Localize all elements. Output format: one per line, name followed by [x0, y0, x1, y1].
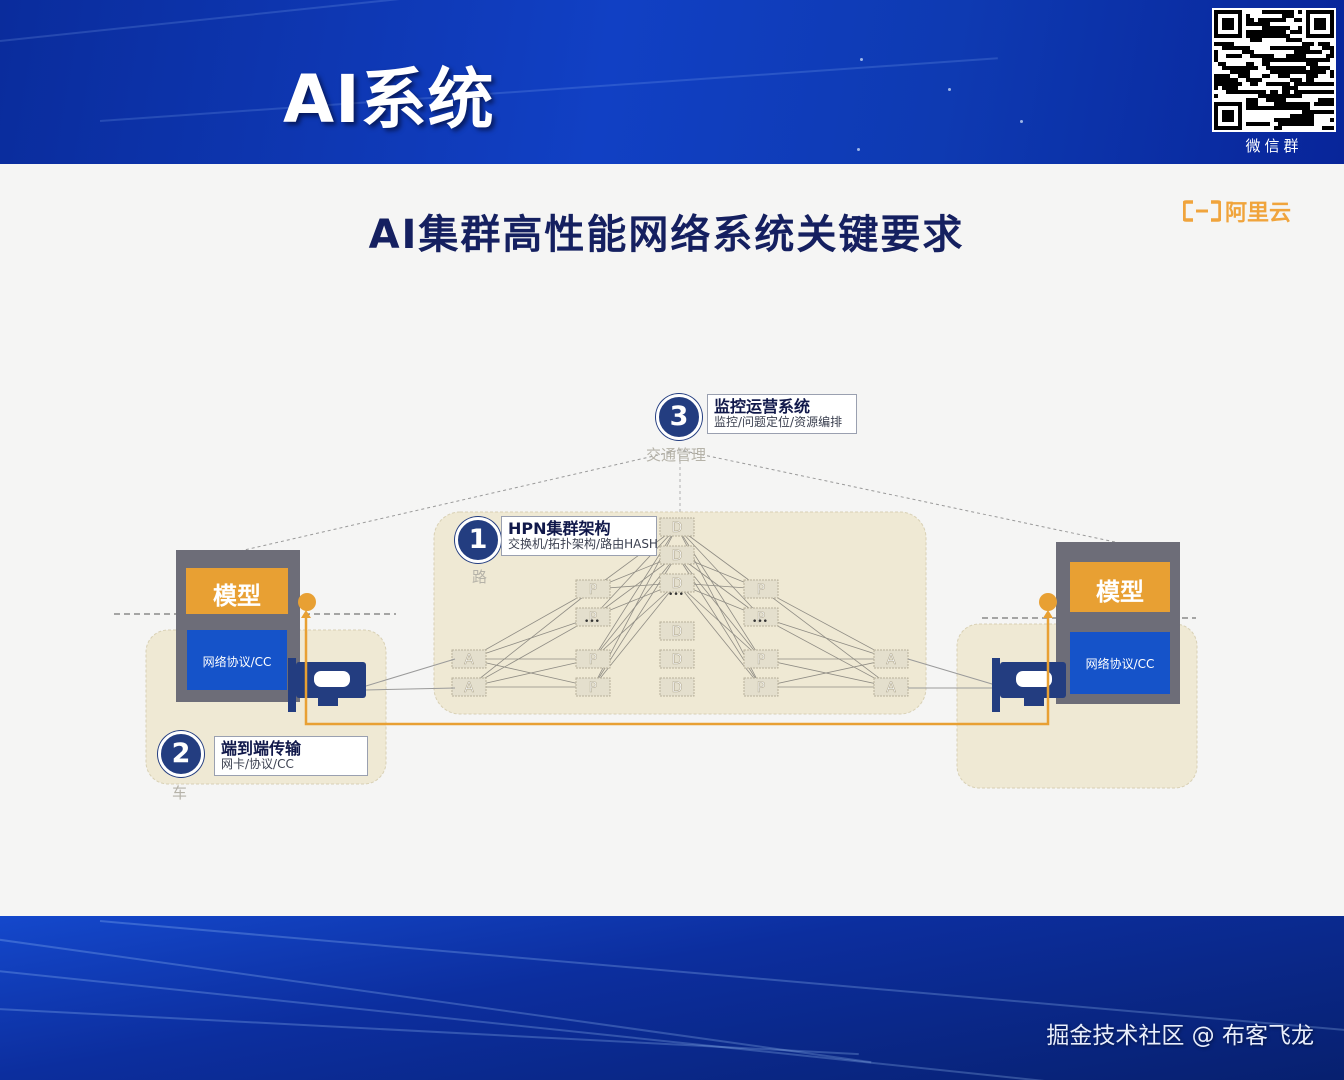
svg-text:D: D [672, 520, 683, 536]
switch-a2: A [451, 677, 487, 697]
brand-name: 阿里云 [1225, 201, 1292, 226]
right-nic-icon [992, 658, 1066, 712]
left-model-block [186, 568, 288, 614]
right-protocol-label: 网络协议/CC [1085, 657, 1155, 671]
svg-text:P: P [757, 652, 765, 668]
hpn-title: HPN集群架构 [508, 519, 611, 538]
svg-text:D: D [672, 576, 683, 592]
switch-p3: P [575, 649, 611, 669]
svg-text:A: A [886, 680, 896, 696]
monitoring-subtitle: 监控/问题定位/资源编排 [714, 415, 843, 430]
data-path-line [304, 618, 1050, 726]
e2e-title: 端到端传输 [221, 739, 302, 758]
svg-text:P: P [589, 582, 597, 598]
switch-p5: P [743, 579, 779, 599]
monitoring-number-badge: 3 [656, 394, 702, 440]
switch-d5: D [659, 649, 695, 669]
switch-a3: A [873, 649, 909, 669]
qr-caption: 微信群 [1245, 137, 1303, 155]
hpn-number-badge: 1 [455, 517, 501, 563]
monitoring-faint-label: 交通管理 [646, 446, 707, 464]
monitoring-callout: 监控运营系统 监控/问题定位/资源编排 [707, 394, 857, 435]
hpn-faint-label: 路 [472, 568, 488, 586]
switch-p7: P [743, 649, 779, 669]
right-model-block [1070, 562, 1170, 612]
e2e-faint-label: 车 [172, 784, 188, 802]
hpn-fabric-panel [433, 511, 927, 715]
svg-text:A: A [464, 652, 474, 668]
switch-d2: D [659, 545, 695, 565]
watermark: 掘金技术社区 @ 布客飞龙 [1046, 1023, 1314, 1049]
header-banner: AI系统 微信群 [0, 0, 1344, 164]
svg-text:P: P [589, 680, 597, 696]
brand-logo: 阿里云 [1183, 198, 1292, 226]
left-protocol-label: 网络协议/CC [202, 655, 272, 669]
switch-d3: D [659, 573, 695, 593]
svg-text:P: P [757, 582, 765, 598]
switch-d1: D [659, 517, 695, 537]
switch-p8: P [743, 677, 779, 697]
switch-a4: A [873, 677, 909, 697]
hpn-callout: HPN集群架构 交换机/拓扑架构/路由HASH [501, 516, 658, 557]
switch-d6: D [659, 677, 695, 697]
right-protocol-block [1070, 632, 1170, 694]
switch-p4: P [575, 677, 611, 697]
svg-text:P: P [589, 652, 597, 668]
svg-text:P: P [757, 610, 765, 626]
qr-code-image [1212, 8, 1336, 132]
switch-p6: P [743, 607, 779, 627]
svg-text:P: P [589, 610, 597, 626]
aliyun-logo-icon [1183, 200, 1221, 222]
svg-text:A: A [464, 680, 474, 696]
svg-text:D: D [672, 548, 683, 564]
left-model-label: 模型 [213, 582, 261, 610]
svg-text:D: D [672, 652, 683, 668]
monitoring-title: 监控运营系统 [714, 397, 811, 416]
ellipsis-0: ••• [668, 590, 684, 600]
switch-p1: P [575, 579, 611, 599]
left-protocol-block [187, 630, 287, 690]
svg-text:D: D [672, 680, 683, 696]
svg-text:A: A [886, 652, 896, 668]
footer-banner: 掘金技术社区 @ 布客飞龙 [0, 916, 1344, 1080]
page-title: AI系统 [283, 61, 495, 138]
slide-title: AI集群高性能网络系统关键要求 [368, 212, 965, 258]
switch-p2: P [575, 607, 611, 627]
ellipsis-2: ••• [752, 617, 768, 627]
left-path-endpoint [298, 593, 316, 611]
switch-d4: D [659, 621, 695, 641]
switch-a1: A [451, 649, 487, 669]
svg-text:P: P [757, 680, 765, 696]
e2e-subtitle: 网卡/协议/CC [221, 757, 294, 772]
left-nic-icon [288, 658, 366, 712]
right-path-endpoint [1039, 593, 1057, 611]
e2e-number-badge: 2 [158, 731, 204, 777]
e2e-callout: 端到端传输 网卡/协议/CC [214, 736, 368, 777]
right-model-label: 模型 [1096, 578, 1144, 606]
ellipsis-1: ••• [584, 617, 600, 627]
svg-text:D: D [672, 624, 683, 640]
hpn-subtitle: 交换机/拓扑架构/路由HASH [508, 537, 658, 552]
